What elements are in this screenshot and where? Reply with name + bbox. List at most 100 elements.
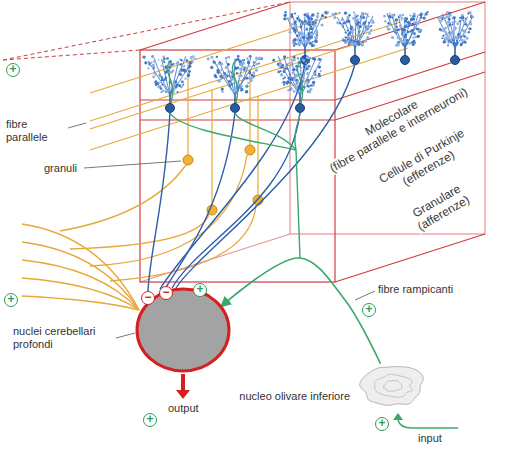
dendrite-spine (465, 18, 467, 20)
dendrite-spine (187, 74, 190, 77)
dendrite-spine (290, 15, 293, 18)
dendrite-spine (250, 78, 253, 81)
dendrite-spine (317, 12, 319, 14)
dendrite-spine (457, 33, 460, 36)
dendrite-spine (294, 38, 296, 40)
dendrite-spine (345, 32, 347, 34)
dendrite-branch (298, 15, 305, 48)
dendrite-spine (462, 29, 465, 32)
dendrite-spine (243, 68, 246, 71)
dendrite-spine (308, 65, 311, 68)
dendrite-spine (289, 82, 291, 84)
dendrite-spine (452, 18, 454, 20)
dendrite-branch (355, 13, 368, 48)
dendrite-spine (294, 38, 297, 41)
dendrite-spine (293, 58, 296, 61)
dendrite-spine (401, 19, 403, 21)
climbing-fibre (170, 113, 296, 150)
dendrite-branch (170, 61, 192, 95)
dendrite-spine (306, 81, 309, 84)
leader-line (116, 333, 135, 338)
dendrite-spine (210, 56, 213, 59)
dendrite-spine (247, 82, 249, 84)
dendrite-spine (175, 81, 177, 83)
dendrite-spine (454, 26, 456, 28)
dendrite-spine (444, 17, 446, 19)
excitatory-sign: + (6, 63, 20, 77)
dendrite-spine (234, 67, 237, 70)
dendrite-spine (405, 17, 408, 20)
dendrite-spine (394, 25, 396, 27)
dendrite-spine (314, 24, 317, 27)
granule-cell (245, 145, 255, 155)
dendrite-spine (284, 11, 286, 13)
dendrite-spine (317, 59, 319, 61)
dendrite-spine (310, 17, 313, 20)
leader-line (84, 161, 181, 168)
dendrite-spine (446, 11, 449, 14)
purkinje-axon (148, 112, 170, 291)
dendrite-spine (297, 57, 300, 60)
dendrite-spine (213, 61, 216, 64)
climbing-fibre (296, 150, 300, 258)
dendrite-branch (392, 15, 405, 48)
dendrite-spine (464, 41, 467, 44)
dendrite-spine (151, 55, 154, 58)
dendrite-spine (255, 69, 258, 72)
granule-cells (183, 145, 263, 215)
dendrite-spine (160, 65, 162, 67)
dendrite-spine (470, 16, 472, 18)
dendrite-spine (357, 43, 360, 46)
dendrite-spine (406, 23, 409, 26)
dendrite-spine (152, 66, 155, 69)
dendrite-spine (394, 21, 396, 23)
mossy-fibre (22, 296, 139, 310)
dendrite-spine (294, 42, 296, 44)
dendrite-spine (245, 90, 248, 93)
dendrite-spine (247, 61, 250, 64)
dendrite-spine (411, 41, 413, 43)
dendrite-spine (456, 42, 458, 44)
dendrite-spine (313, 84, 315, 86)
dendrite-spine (300, 33, 303, 36)
dendrite-branch (405, 15, 418, 48)
dendrite-spine (409, 14, 411, 16)
dendrite-spine (442, 35, 444, 37)
dendrite-spine (185, 59, 188, 62)
dendrite-spine (452, 16, 455, 19)
dendrite-spine (350, 39, 353, 42)
dendrite-spine (239, 68, 242, 71)
dendrite-spine (283, 14, 286, 17)
dendrite-spine (366, 36, 369, 39)
dendrite-spine (228, 80, 231, 83)
dendrite-spine (461, 16, 464, 19)
dendrite-spine (292, 68, 295, 71)
excitatory-sign: + (362, 303, 376, 317)
climbing-fibre (232, 60, 237, 103)
dendrite-spine (234, 67, 237, 70)
dendrite-spine (324, 16, 327, 19)
dendrite-spine (253, 61, 255, 63)
purkinje-cell (207, 55, 263, 113)
dendrite-spine (291, 72, 293, 74)
dendrite-spine (306, 67, 309, 70)
dendrite-spine (402, 43, 404, 45)
dendrite-spine (445, 33, 448, 36)
dendrite-spine (450, 31, 453, 34)
dendrite-spine (283, 55, 286, 58)
granule-axon (211, 90, 212, 205)
dendrite-spine (419, 13, 422, 16)
dendrite-spine (332, 13, 335, 16)
dendrite-spine (361, 43, 364, 46)
dendrite-spine (295, 73, 298, 76)
dendrite-spine (177, 91, 179, 93)
dendrite-spine (315, 29, 318, 32)
dendrite-spine (293, 21, 296, 24)
dendrite-spine (471, 15, 474, 18)
parallel-fibre (90, 42, 362, 129)
purkinje-cell (142, 55, 196, 112)
dendrite-spine (450, 41, 452, 43)
dendrite-spine (253, 75, 255, 77)
dendrite-spine (310, 84, 313, 87)
dendrite-spine (408, 42, 411, 45)
